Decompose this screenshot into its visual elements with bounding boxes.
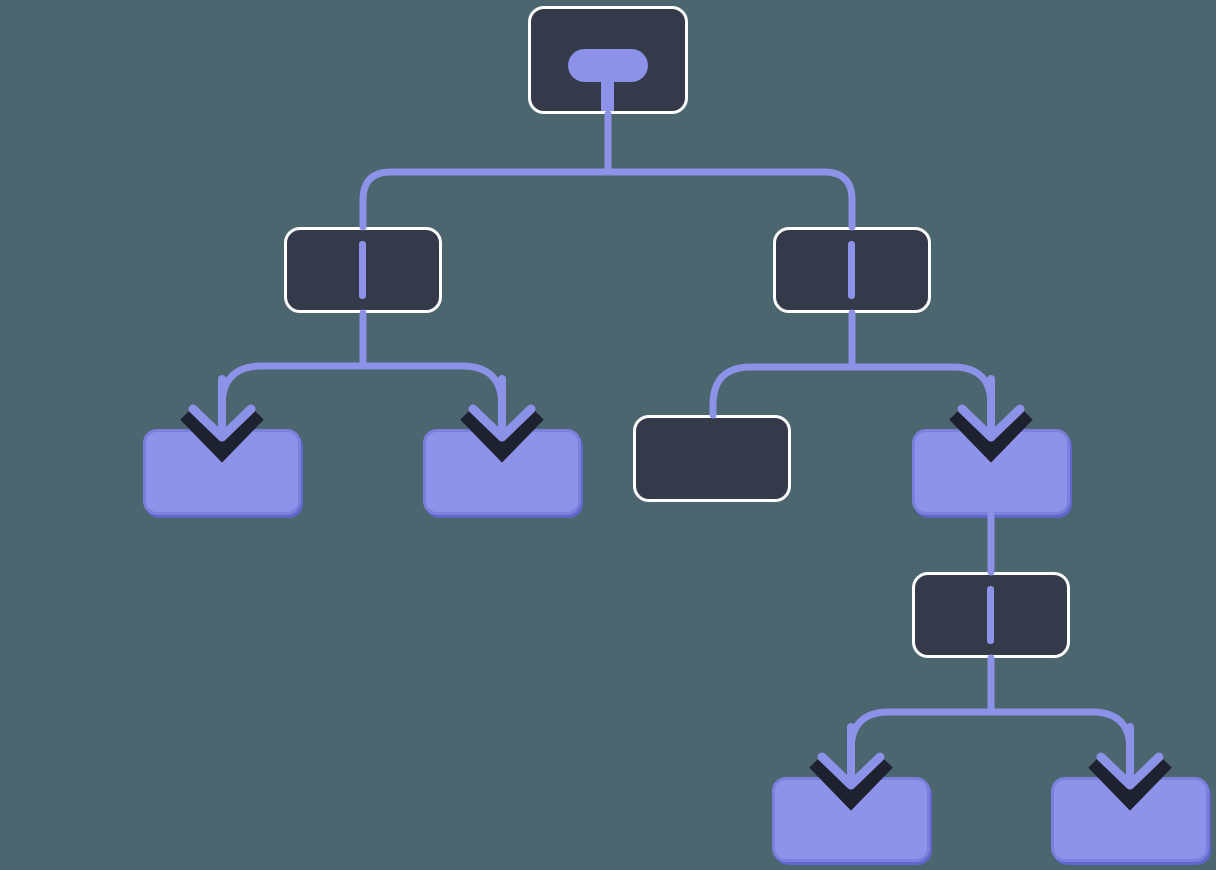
connector-line-split2-left-elbow: [218, 362, 367, 410]
vertical-bar-icon: [359, 241, 366, 299]
connector-line-split3-right-elbow: [848, 363, 995, 409]
connector-line-split4-left-elbow: [847, 708, 995, 754]
connector-line-split2-right-elbow: [359, 362, 506, 410]
tree-node-leaf-2[interactable]: [423, 429, 581, 515]
tree-node-leaf-1[interactable]: [143, 429, 301, 515]
tree-node-leaf-3[interactable]: [912, 429, 1070, 515]
vertical-bar-icon: [848, 241, 855, 299]
tree-node-branch-lower[interactable]: [912, 572, 1070, 658]
connector-line-split1-right-elbow: [604, 168, 856, 231]
connector-line-split4-right-elbow: [987, 708, 1134, 754]
connector-line-split1-left-elbow: [359, 168, 612, 231]
connector-line-split3-left-elbow: [709, 363, 856, 419]
tree-node-root[interactable]: [528, 6, 688, 114]
tree-node-leaf-5[interactable]: [1051, 777, 1209, 862]
tree-node-leaf-4[interactable]: [772, 777, 930, 862]
root-icon-stem: [601, 73, 614, 111]
tree-node-node-plain[interactable]: [633, 415, 791, 502]
tree-node-branch-right[interactable]: [773, 227, 931, 313]
vertical-bar-icon: [987, 586, 994, 644]
tree-node-branch-left[interactable]: [284, 227, 442, 313]
